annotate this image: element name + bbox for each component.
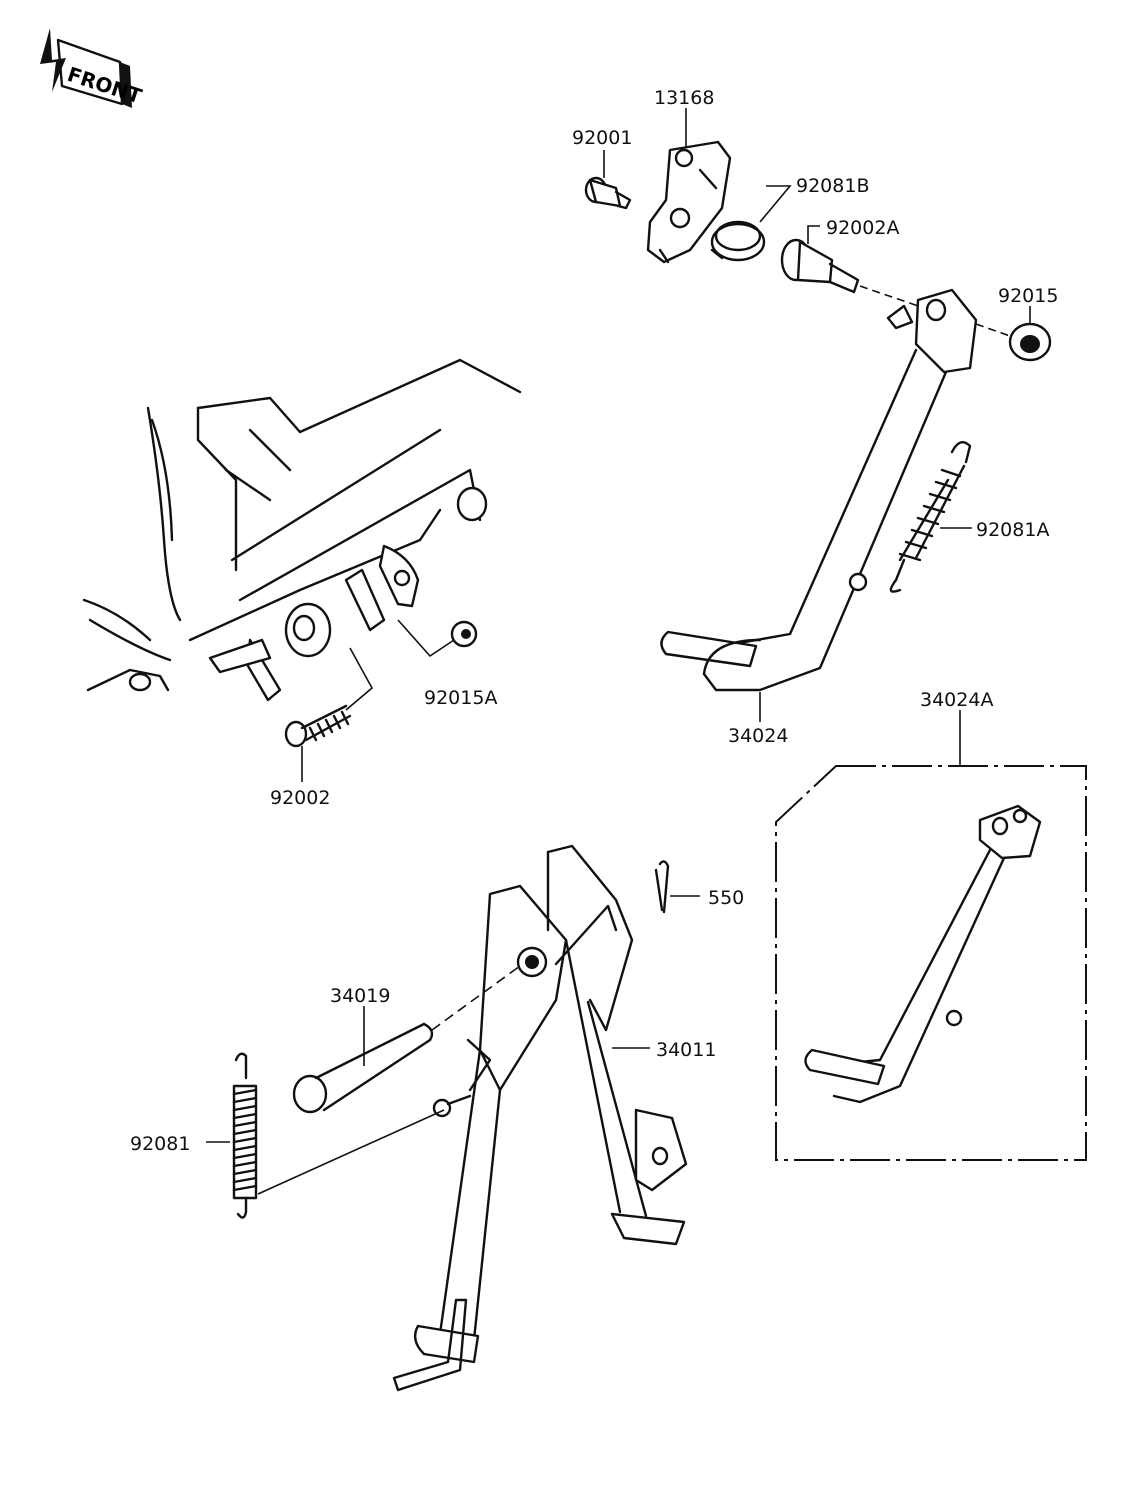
front-arrow-badge: FRONT (40, 28, 145, 108)
label-92001: 92001 (572, 127, 632, 149)
leader-lines (206, 108, 1031, 1143)
part-92081a-spring-icon (889, 440, 972, 593)
part-92015-nut-icon (975, 322, 1052, 362)
label-92015: 92015 (998, 285, 1058, 307)
part-34024a-side-stand-icon (804, 804, 1042, 1104)
part-34024-side-stand-icon (660, 288, 978, 692)
label-34019: 34019 (330, 985, 390, 1007)
part-13168-bracket-icon (646, 140, 732, 264)
part-92081-spring-icon (232, 1052, 445, 1219)
label-92081b: 92081B (796, 175, 869, 197)
label-92002: 92002 (270, 787, 330, 809)
label-13168: 13168 (654, 87, 714, 109)
part-92081b-spring-icon (710, 220, 766, 262)
label-92015a: 92015A (424, 687, 497, 709)
label-34011: 34011 (656, 1039, 716, 1061)
part-34011-center-stand-icon (392, 844, 688, 1392)
part-92015a-nut-icon (397, 619, 478, 658)
label-550: 550 (708, 887, 744, 909)
part-34019-shaft-icon (292, 965, 521, 1114)
frame-section-illustration (82, 358, 522, 702)
part-92001-pin-icon (584, 176, 632, 210)
label-34024a: 34024A (920, 689, 993, 711)
label-92081: 92081 (130, 1133, 190, 1155)
label-92002a: 92002A (826, 217, 899, 239)
part-92002-bolt-icon (284, 647, 374, 748)
part-92002a-bolt-icon (780, 238, 925, 309)
label-34024: 34024 (728, 725, 788, 747)
label-92081a: 92081A (976, 519, 1049, 541)
part-34024a-box (775, 765, 1087, 1161)
part-550-cotter-pin-icon (654, 860, 670, 914)
